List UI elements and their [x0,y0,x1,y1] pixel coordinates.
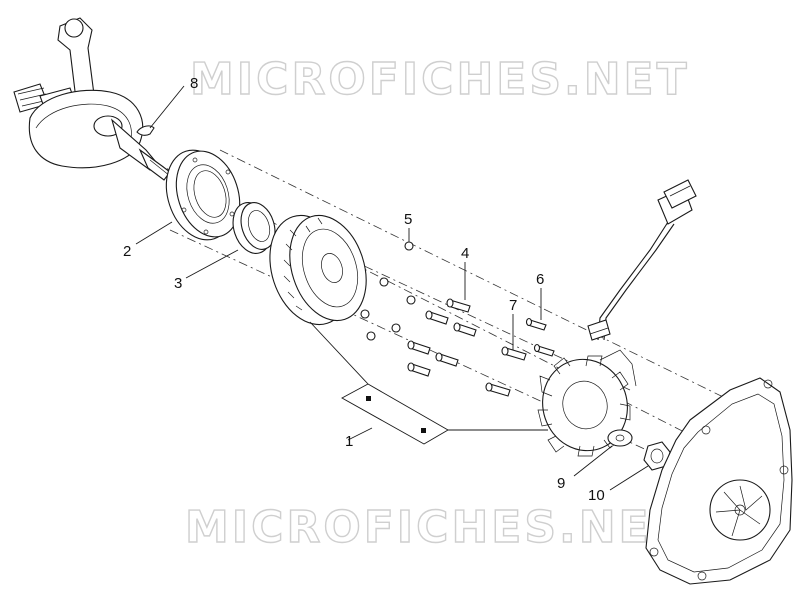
leader-lines [135,85,649,491]
callout-3: 3 [174,275,182,292]
crankshaft [13,17,171,181]
washer [607,429,633,447]
bracket-marker-2 [421,428,426,433]
watermark-top: MICROFICHES.NET [190,54,690,105]
callout-2: 2 [123,243,131,260]
callout-9: 9 [557,475,565,492]
callout-10: 10 [588,487,605,504]
freewheel-flange [165,149,241,241]
callout-5: 5 [404,211,412,228]
stator [537,349,637,457]
engine-cover [645,377,793,585]
stator-bolts [485,317,555,397]
bracket-marker-1 [366,396,371,401]
washers [360,241,416,341]
callout-6: 6 [536,271,544,288]
callout-8: 8 [190,75,198,92]
woodruff-key [136,125,155,136]
flywheel-rotor [269,214,367,326]
callout-1: 1 [345,433,353,450]
callout-4: 4 [461,245,469,262]
bearing-ring [232,202,276,254]
flywheel-bolts [407,298,477,377]
watermark-bottom: MICROFICHES.NET [185,502,685,553]
callout-7: 7 [509,297,517,314]
group-bracket [309,321,548,445]
stator-wiring-harness [587,179,697,341]
